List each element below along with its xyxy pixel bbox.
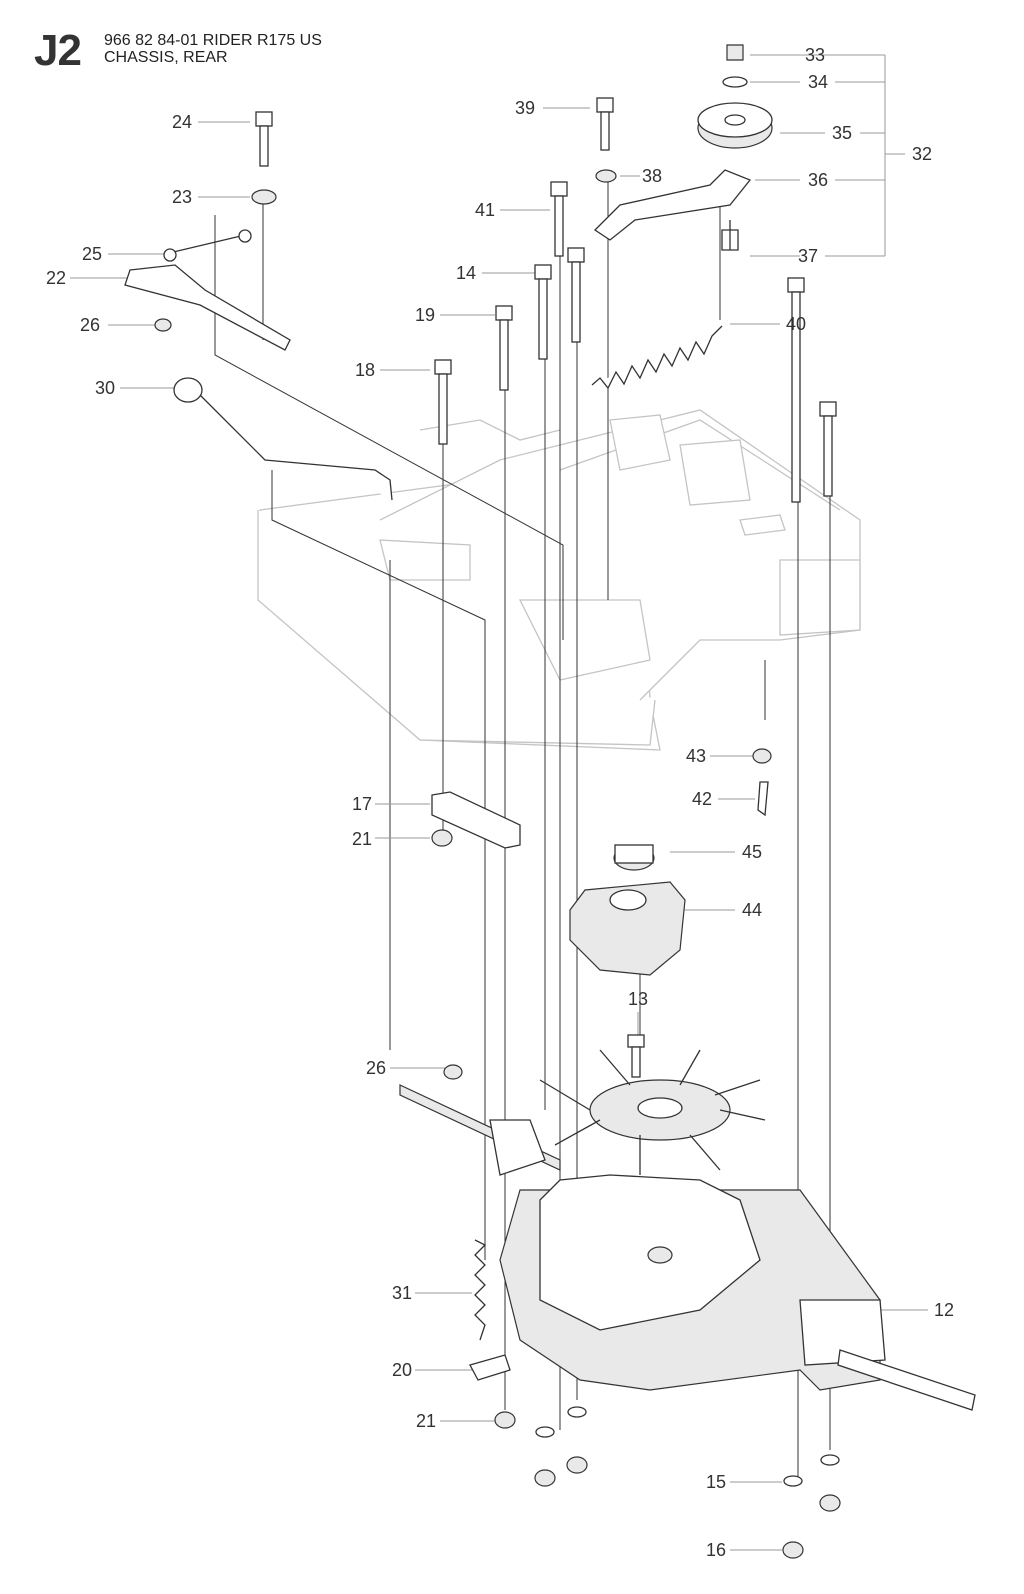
spring-40: [591, 325, 723, 390]
callout-21-bottom: 21: [416, 1411, 436, 1431]
callout-32: 32: [912, 144, 932, 164]
callout-36: 36: [808, 170, 828, 190]
callout-35: 35: [832, 123, 852, 143]
callout-37: 37: [798, 246, 818, 266]
callout-14: 14: [456, 263, 476, 283]
bolts: [251, 97, 837, 1078]
reservoir-44: [569, 844, 686, 976]
callout-22: 22: [46, 268, 66, 288]
transaxle-12: [399, 1049, 976, 1411]
callout-17: 17: [352, 794, 372, 814]
section-title: CHASSIS, REAR: [104, 49, 228, 66]
callout-25: 25: [82, 244, 102, 264]
callout-18: 18: [355, 360, 375, 380]
callout-24: 24: [172, 112, 192, 132]
callout-30: 30: [95, 378, 115, 398]
callout-43: 43: [686, 746, 706, 766]
callout-39: 39: [515, 98, 535, 118]
spring-31: [469, 1239, 511, 1381]
bracket-17: [431, 748, 772, 849]
sheet-code: J2: [34, 26, 82, 75]
callout-31: 31: [392, 1283, 412, 1303]
bottom-hardware: [494, 1406, 841, 1559]
callout-19: 19: [415, 305, 435, 325]
callout-44: 44: [742, 900, 762, 920]
chassis-frame-ghost: [257, 409, 861, 751]
callout-23: 23: [172, 187, 192, 207]
callout-41: 41: [475, 200, 495, 220]
callout-16: 16: [706, 1540, 726, 1560]
callout-26-top: 26: [80, 315, 100, 335]
callout-45: 45: [742, 842, 762, 862]
callout-42: 42: [692, 789, 712, 809]
callout-38: 38: [642, 166, 662, 186]
pulley-assembly: [593, 44, 773, 251]
callout-40: 40: [786, 314, 806, 334]
callout-33: 33: [805, 45, 825, 65]
callout-12: 12: [934, 1300, 954, 1320]
callout-34: 34: [808, 72, 828, 92]
lever-22: [124, 229, 291, 351]
callout-15: 15: [706, 1472, 726, 1492]
callout-20: 20: [392, 1360, 412, 1380]
callout-26-bottom: 26: [366, 1058, 386, 1078]
callout-21-top: 21: [352, 829, 372, 849]
rod-30: [173, 377, 393, 501]
callout-13: 13: [628, 989, 648, 1009]
callout-labels: 33 34 35 32 36 37 39 38 41 14 19 40 18 2…: [46, 45, 954, 1560]
leader-lines: [70, 54, 928, 1551]
part-number-title: 966 82 84-01 RIDER R175 US: [104, 32, 322, 49]
header: J2 966 82 84-01 RIDER R175 US CHASSIS, R…: [0, 0, 400, 80]
